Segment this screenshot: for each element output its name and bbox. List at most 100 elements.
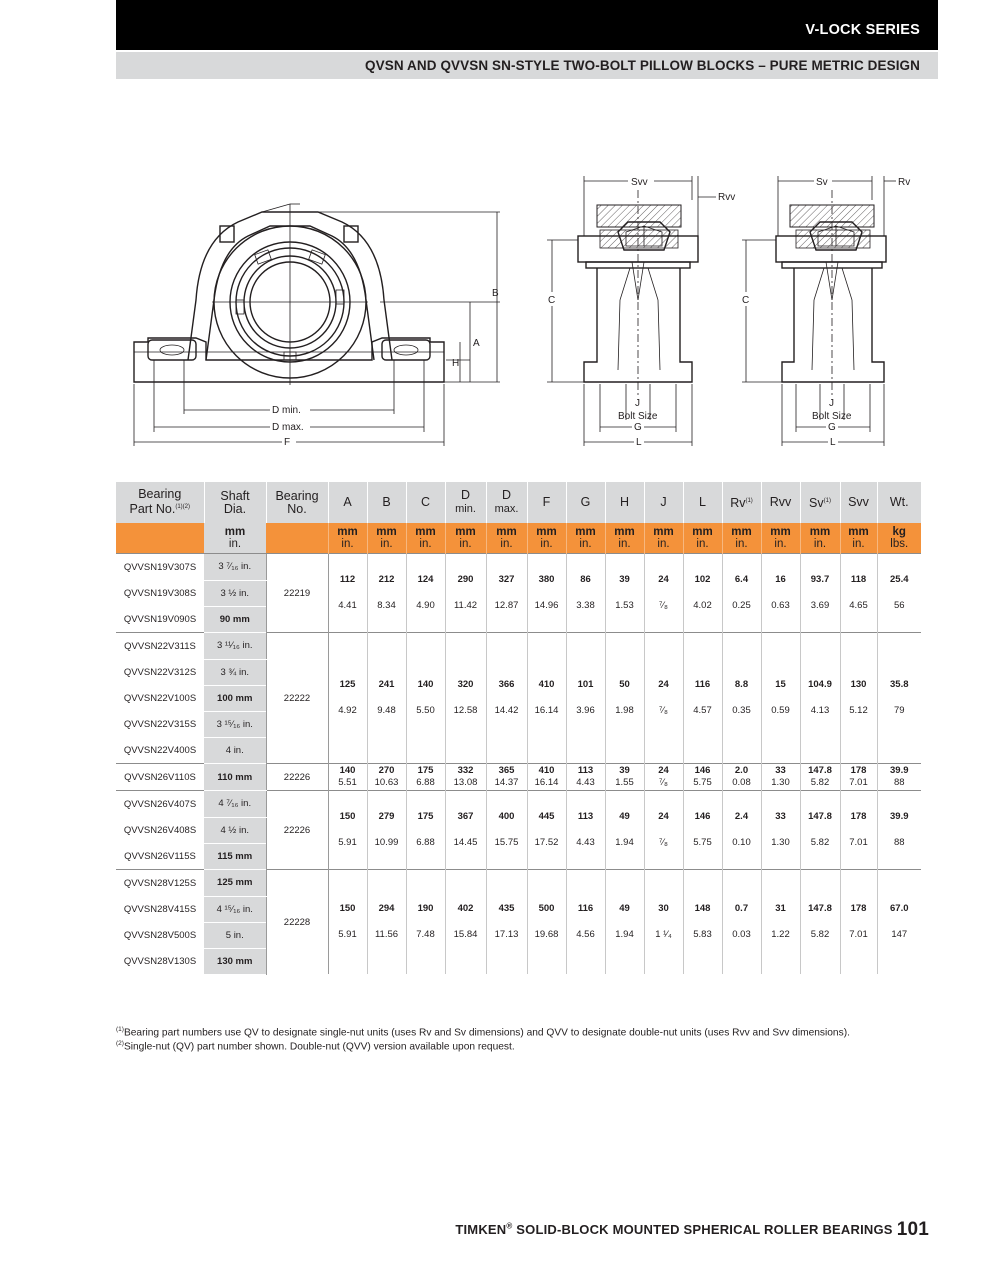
part-number-cell: QVVSN26V408S (123, 824, 197, 836)
footnote-2: (2)Single-nut (QV) part number shown. Do… (116, 1040, 515, 1053)
shaft-dia-cell: 3 ½ in. (204, 580, 266, 607)
shaft-dia-cell: 3 ¹⁵⁄₁₆ in. (204, 711, 266, 738)
bearing-number-cell: 22226 (265, 790, 329, 870)
table-row: QVVSN28V415S 4 ¹⁵⁄₁₆ in. (116, 896, 921, 923)
dim-c-label-2: C (742, 295, 749, 306)
part-number-cell: QVVSN28V415S (123, 903, 197, 915)
shaft-dia-cell: 4 in. (204, 737, 266, 764)
shaft-dia-cell: 100 mm (204, 685, 266, 712)
shaft-dia-cell: 4 ¹⁵⁄₁₆ in. (204, 896, 266, 923)
col-j: J (643, 482, 683, 523)
col-h: H (604, 482, 644, 523)
bolt-size-label: Bolt Size (618, 411, 658, 422)
col-g: G (565, 482, 605, 523)
table-row: QVVSN26V408S 4 ½ in. (116, 817, 921, 844)
part-number-cell: QVVSN28V500S (123, 929, 197, 941)
col-rvv: Rvv (760, 482, 800, 523)
units-blank-bearing (266, 523, 328, 554)
dim-dmin-label: D min. (272, 405, 301, 416)
shaft-dia-cell: 4 ½ in. (204, 817, 266, 844)
dim-dmax-label: D max. (272, 422, 304, 433)
part-number-cell: QVVSN28V130S (123, 955, 197, 967)
dim-j-label: J (635, 398, 640, 409)
series-title: V-LOCK SERIES (805, 22, 920, 38)
dim-g-label-2: G (828, 422, 836, 433)
col-f: F (526, 482, 566, 523)
page-subtitle: QVSN AND QVVSN SN-STYLE TWO-BOLT PILLOW … (365, 58, 920, 73)
col-sv: Sv(1) (799, 482, 840, 523)
dim-c-label: C (548, 295, 555, 306)
dim-svv-label: Svv (631, 177, 648, 188)
dim-rv-label: Rv (898, 177, 910, 188)
shaft-dia-cell: 90 mm (204, 606, 266, 633)
dim-g-label: G (634, 422, 642, 433)
dim-b-label: B (492, 288, 499, 299)
shaft-dia-cell: 3 ¾ in. (204, 659, 266, 686)
dim-rvv-label: Rvv (718, 192, 735, 203)
dim-sv-label: Sv (816, 177, 828, 188)
front-view-drawing: B A H D min. D max. F (133, 203, 500, 448)
